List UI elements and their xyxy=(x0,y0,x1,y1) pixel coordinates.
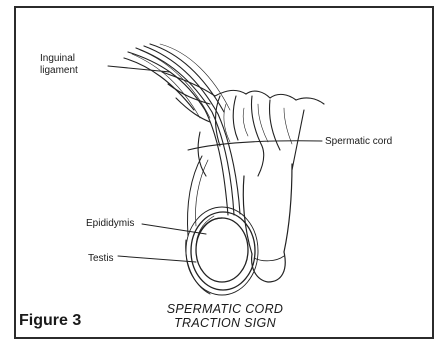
testis-leader xyxy=(118,256,196,262)
pelvic-tissue-drawing xyxy=(162,72,324,176)
caption-line-1: SPERMATIC CORD xyxy=(160,302,290,316)
penis-drawing xyxy=(243,164,292,282)
epididymis-label: Epididymis xyxy=(86,218,134,230)
figure-number: Figure 3 xyxy=(19,312,81,330)
spermatic-cord-label: Spermatic cord xyxy=(325,136,392,148)
spermatic-cord-leader xyxy=(188,141,322,150)
inguinal-ligament-leader xyxy=(108,66,170,72)
testis-label: Testis xyxy=(88,253,114,265)
inguinal-ligament-label: Inguinal ligament xyxy=(40,53,78,77)
caption-line-2: TRACTION SIGN xyxy=(160,316,290,330)
